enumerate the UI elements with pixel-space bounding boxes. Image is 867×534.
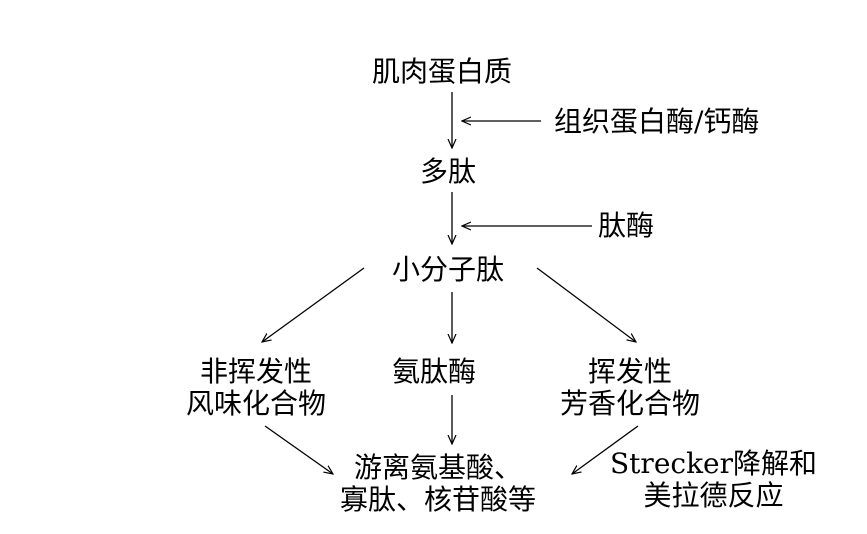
node-volatile-line-1: 挥发性	[588, 355, 673, 388]
label-strecker-line-2: 美拉德反应	[643, 479, 784, 512]
node-nonvolatile: 非挥发性 风味化合物	[186, 356, 326, 420]
node-volatile: 挥发性 芳香化合物	[560, 356, 700, 420]
node-volatile-line-2: 芳香化合物	[560, 387, 701, 420]
node-free-products-line-2: 寡肽、核苷酸等	[340, 483, 537, 516]
arrow-nonvolatile-to-products	[264, 425, 333, 474]
node-nonvolatile-line-1: 非挥发性	[200, 355, 313, 388]
node-free-products: 游离氨基酸、 寡肽、核苷酸等	[340, 452, 536, 516]
arrow-volatile-to-products	[572, 425, 639, 474]
arrow-to-volatile	[536, 267, 636, 342]
label-enzymes-2: 肽酶	[598, 209, 655, 242]
label-strecker-line-1: Strecker降解和	[610, 447, 817, 480]
node-polypeptide: 多肽	[420, 155, 477, 188]
arrow-to-nonvolatile	[262, 267, 365, 342]
node-aminopeptidase: 氨肽酶	[392, 355, 477, 388]
node-nonvolatile-line-2: 风味化合物	[186, 387, 327, 420]
node-free-products-line-1: 游离氨基酸、	[354, 451, 523, 484]
node-muscle-protein: 肌肉蛋白质	[372, 55, 513, 88]
label-strecker: Strecker降解和 美拉德反应	[610, 448, 817, 512]
node-small-peptide: 小分子肽	[392, 253, 505, 286]
label-enzymes-1: 组织蛋白酶/钙酶	[554, 105, 760, 138]
